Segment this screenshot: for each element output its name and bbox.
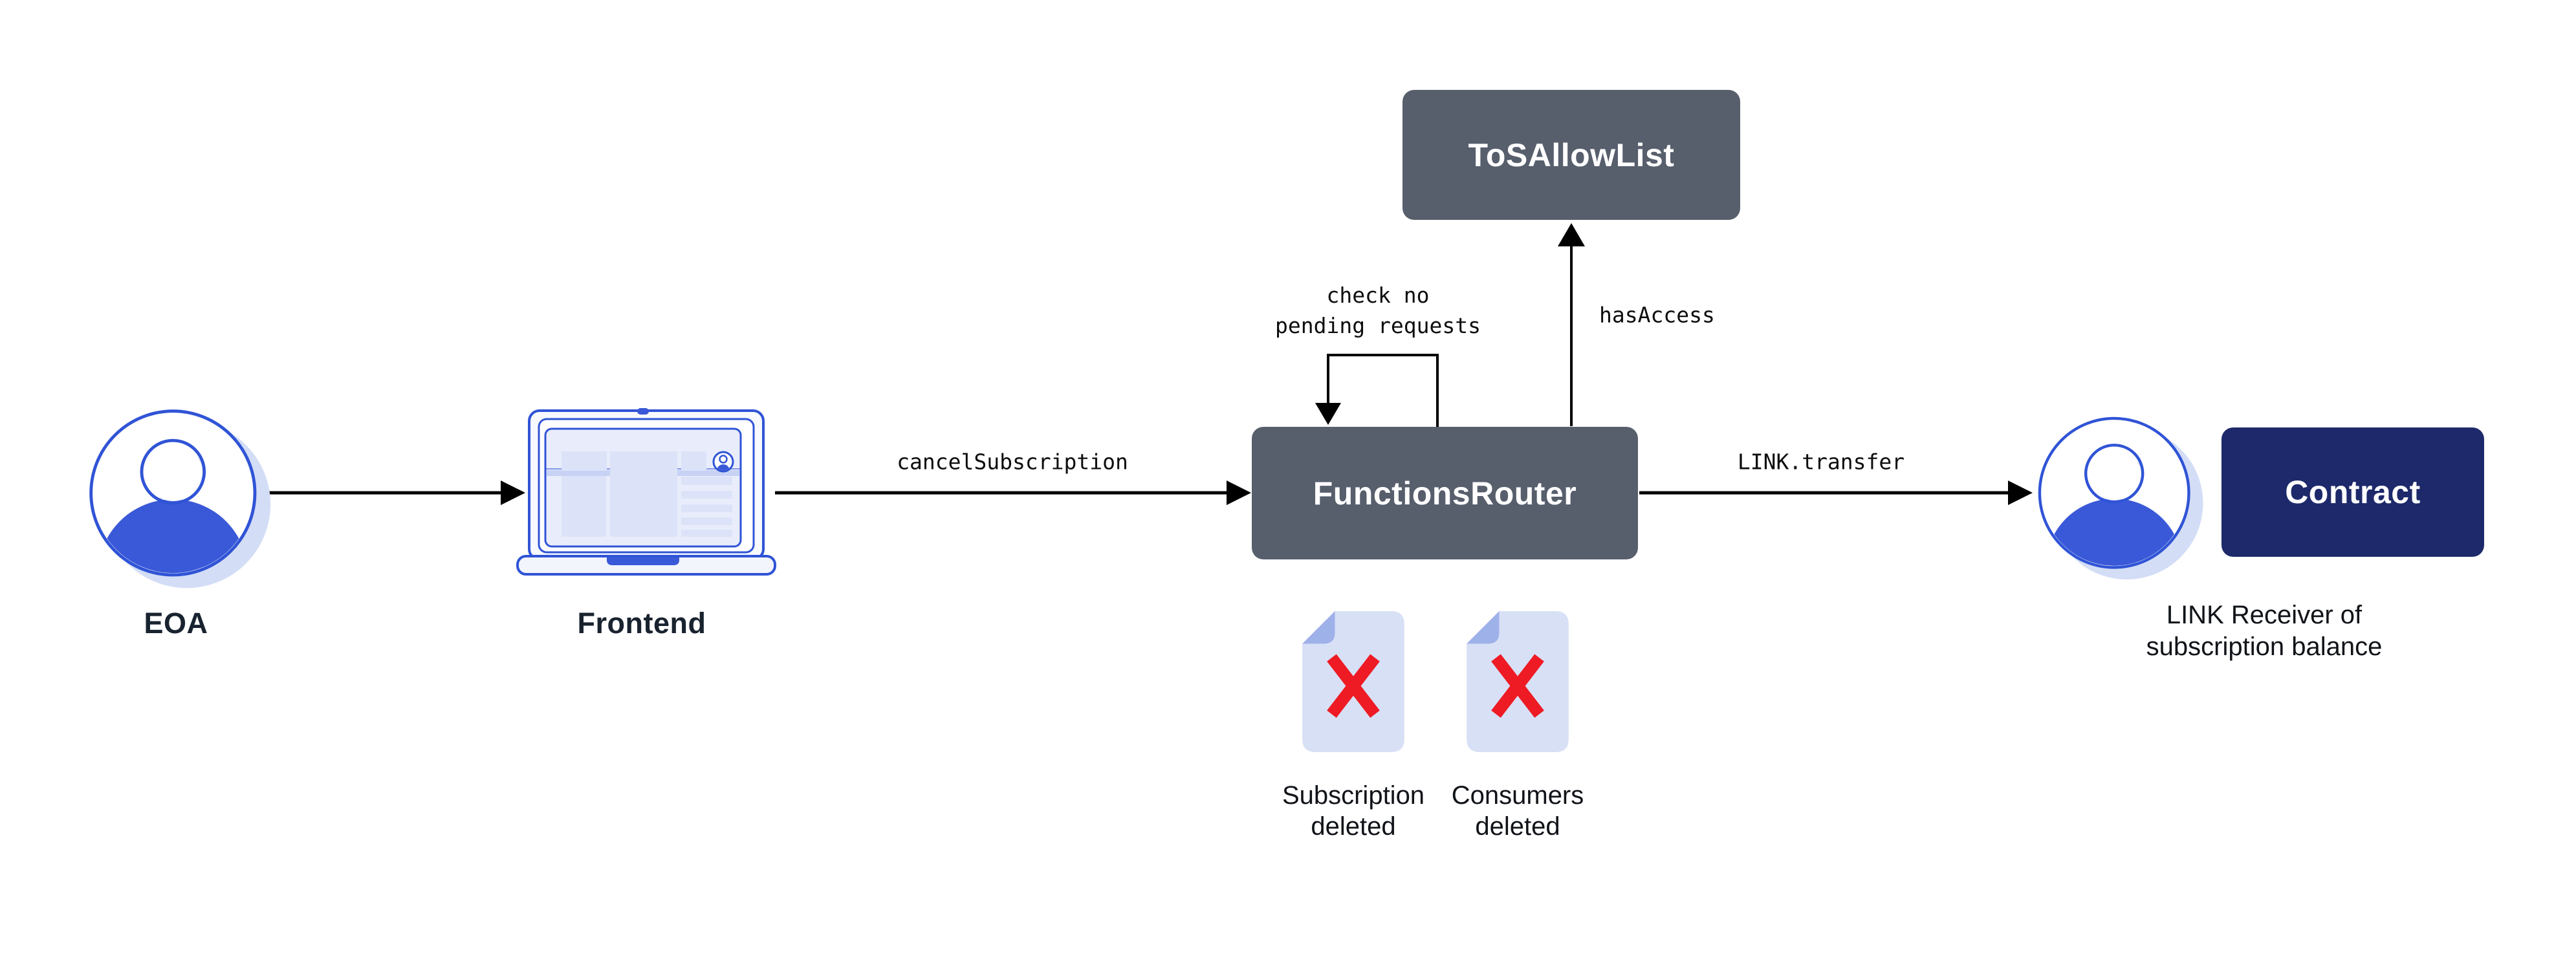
avatar-head	[140, 438, 206, 505]
consumers-deleted-line2: deleted	[1475, 812, 1560, 841]
consumers-deleted-line1: Consumers	[1451, 781, 1584, 810]
avatar-shoulders	[98, 499, 248, 574]
link-receiver-caption-line1: LINK Receiver of	[2166, 601, 2363, 629]
edge-label-link-transfer: LINK.transfer	[1737, 449, 1905, 475]
link-receiver-caption: LINK Receiver of subscription balance	[2146, 599, 2383, 663]
arrow-frontend-to-router	[775, 481, 1251, 505]
edge-label-check-no-pending: check no pending requests	[1275, 280, 1481, 341]
eoa-label: EOA	[144, 607, 208, 640]
subscription-deleted-label: Subscription deleted	[1282, 780, 1424, 842]
node-tos-allow-list: ToSAllowList	[1403, 90, 1740, 220]
functions-router-label: FunctionsRouter	[1313, 475, 1577, 512]
delete-x-icon	[1327, 654, 1380, 718]
frontend-laptop-icon	[514, 406, 776, 590]
edge-label-cancel-subscription: cancelSubscription	[897, 449, 1128, 475]
laptop-base-notch	[607, 557, 679, 565]
consumers-deleted-label: Consumers deleted	[1452, 780, 1584, 842]
arrow-self-check-loop	[1315, 354, 1439, 427]
document-fold	[1467, 611, 1500, 644]
edge-label-check-line2: pending requests	[1275, 313, 1481, 338]
node-functions-router: FunctionsRouter	[1252, 427, 1638, 559]
edge-label-has-access: hasAccess	[1599, 302, 1715, 328]
frontend-label: Frontend	[577, 607, 706, 640]
browser-content-blocks	[562, 451, 732, 537]
document-fold	[1302, 611, 1335, 644]
delete-x-icon	[1491, 654, 1544, 718]
subscription-deleted-line2: deleted	[1311, 812, 1396, 841]
subscription-deleted-line1: Subscription	[1282, 781, 1425, 810]
link-receiver-user-icon	[2035, 413, 2205, 584]
consumers-deleted-document-icon	[1463, 608, 1572, 755]
eoa-user-icon	[85, 405, 273, 593]
laptop-webcam	[637, 408, 649, 415]
browser-user-icon	[712, 451, 734, 473]
arrow-eoa-to-frontend	[265, 481, 525, 505]
arrow-has-access	[1558, 223, 1585, 426]
node-contract: Contract	[2221, 427, 2484, 557]
tos-allow-list-label: ToSAllowList	[1468, 136, 1675, 173]
arrow-router-to-receiver	[1639, 481, 2033, 505]
subscription-deleted-document-icon	[1299, 608, 1408, 755]
edge-label-check-line1: check no	[1326, 283, 1430, 308]
link-receiver-caption-line2: subscription balance	[2146, 632, 2383, 661]
contract-label: Contract	[2285, 474, 2421, 510]
